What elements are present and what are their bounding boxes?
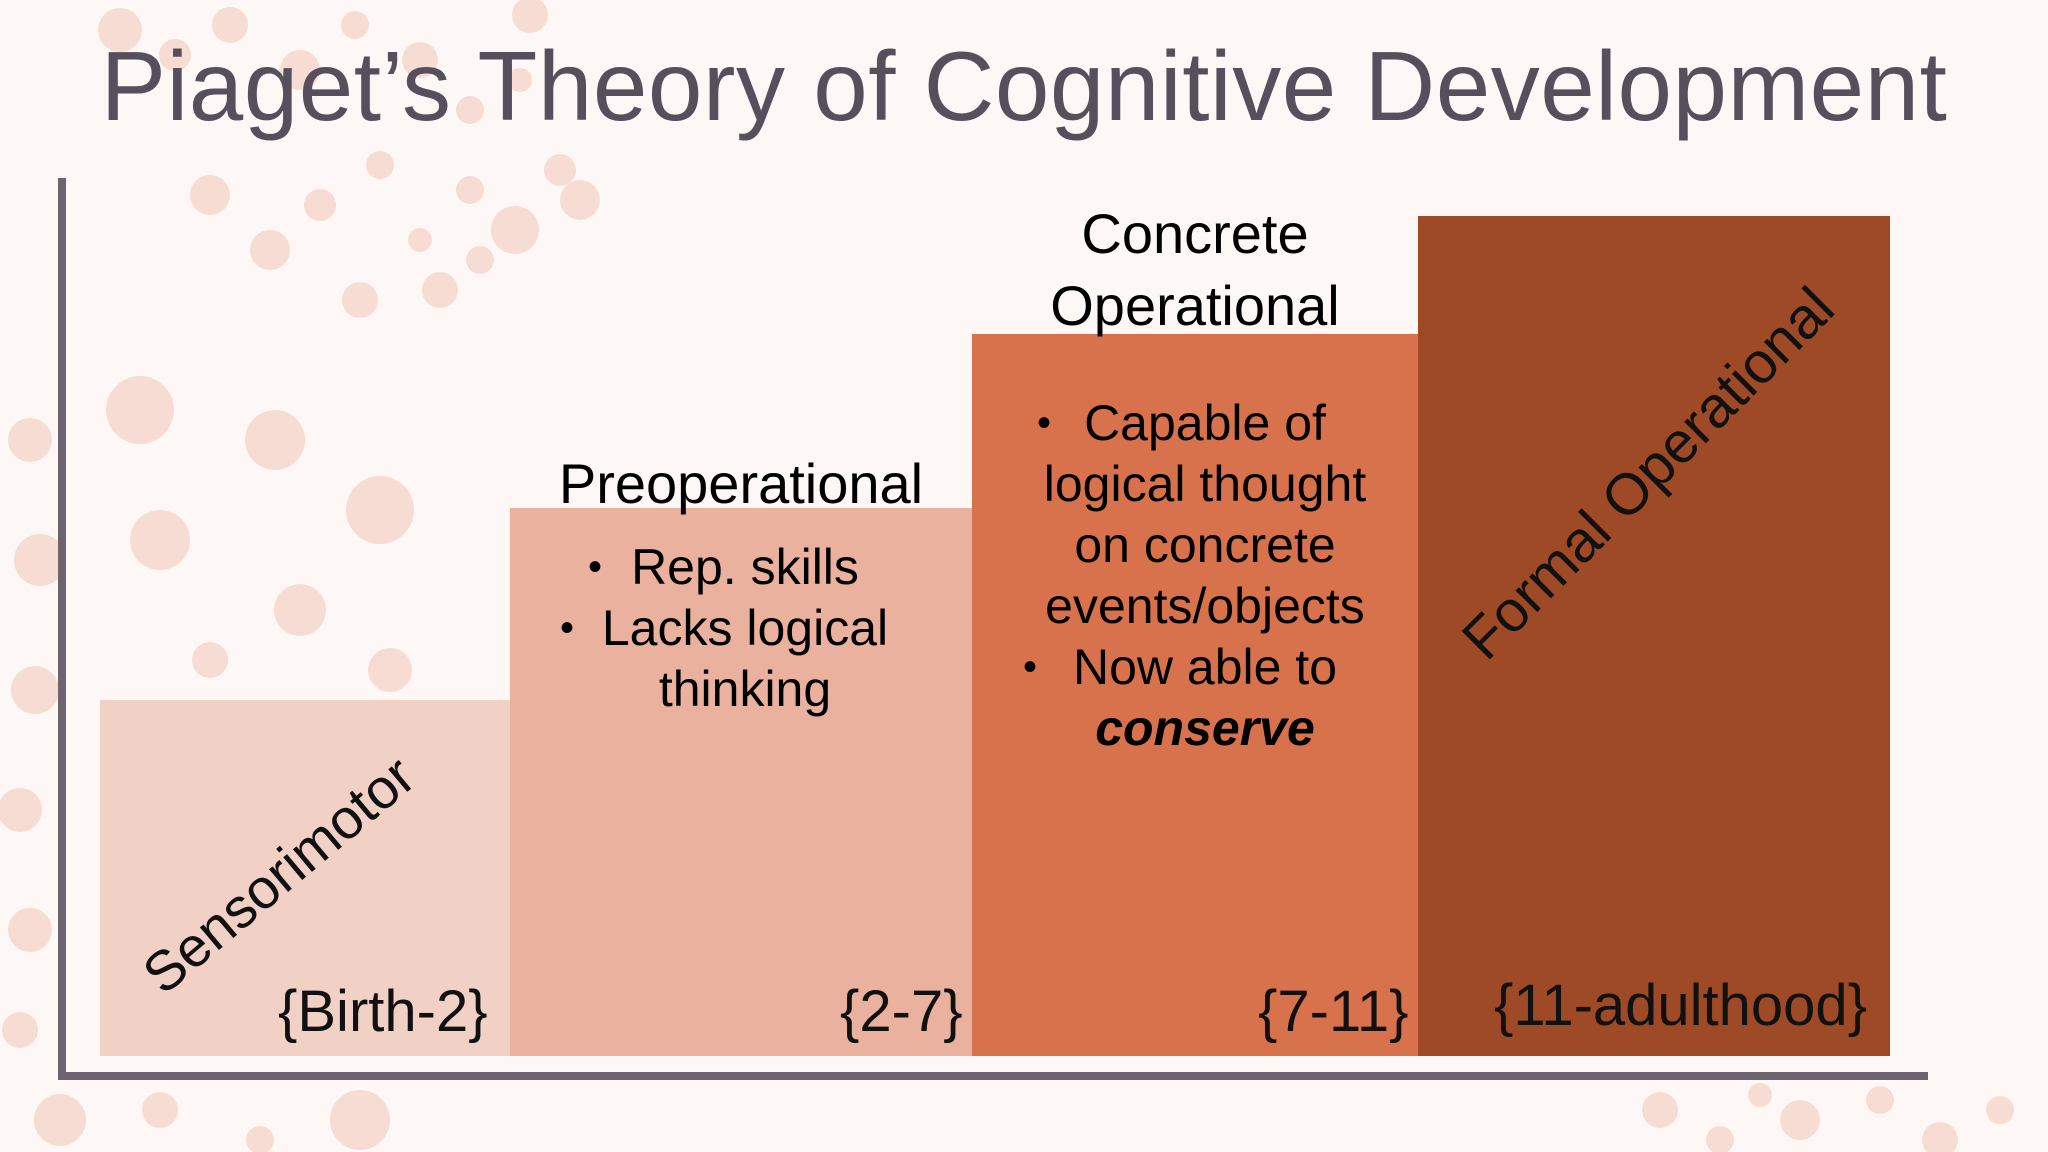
list-item: on concrete — [1074, 517, 1336, 573]
conserve-emphasis: conserve — [1095, 700, 1315, 756]
list-item: conserve — [990, 698, 1420, 759]
stage-bar-sensorimotor — [100, 700, 510, 1056]
stage-bar-concrete-operational — [972, 334, 1418, 1056]
preoperational-label: Preoperational — [558, 452, 924, 515]
concrete-operational-label-line1: Concrete — [1081, 202, 1309, 265]
horizontal-axis — [58, 1072, 1928, 1080]
stage-bar-preoperational — [510, 508, 972, 1056]
list-item: •Now able to — [1023, 639, 1338, 695]
list-item: •Capable of — [1037, 395, 1326, 451]
concrete-operational-points: •Capable of logical thought on concrete … — [990, 393, 1420, 759]
list-item: events/objects — [1045, 578, 1365, 634]
formal-operational-age: {11-adulthood} — [1494, 973, 1868, 1038]
list-item: •Rep. skills — [588, 539, 859, 595]
preoperational-age: {2-7} — [840, 979, 963, 1044]
concrete-operational-age: {7-11} — [1258, 979, 1409, 1044]
preoperational-points: •Rep. skills •Lacks logical thinking — [530, 537, 960, 720]
page-title: Piaget’s Theory of Cognitive Development — [100, 31, 1948, 141]
sensorimotor-age: {Birth-2} — [278, 979, 488, 1044]
list-item: •Lacks logical — [560, 600, 889, 656]
stage-bar-formal-operational — [1418, 216, 1890, 1056]
vertical-axis — [58, 178, 66, 1080]
list-item: logical thought — [1043, 456, 1367, 512]
list-item: thinking — [658, 661, 832, 717]
concrete-operational-label-line2: Operational — [1050, 274, 1340, 337]
concrete-operational-label: Concrete Operational — [972, 198, 1418, 342]
